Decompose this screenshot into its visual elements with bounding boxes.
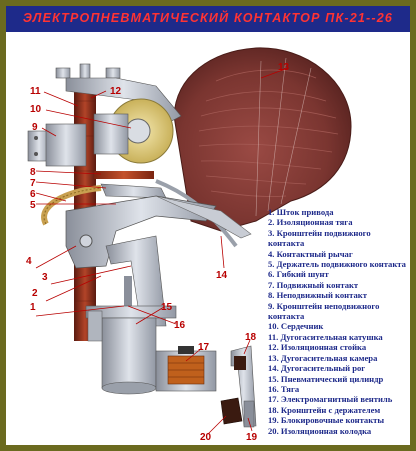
legend-text: Контактный рычаг	[276, 248, 353, 259]
legend-number: 18.	[268, 404, 279, 415]
diagram-panel: ЭЛЕКТРОПНЕВМАТИЧЕСКИЙ КОНТАКТОР ПК-21--2…	[6, 6, 410, 445]
page-title: ЭЛЕКТРОПНЕВМАТИЧЕСКИЙ КОНТАКТОР ПК-21--2…	[22, 11, 394, 25]
callout-5: 5	[30, 200, 36, 211]
legend-item: 18. Кронштейн с держателем	[268, 405, 408, 415]
legend-text: Изоляционная колодка	[280, 425, 372, 436]
legend-number: 5.	[268, 259, 275, 270]
legend-text: Держатель подвижного контакта	[276, 259, 406, 270]
callout-3: 3	[42, 272, 48, 283]
contactor-illustration: 1 2 3 4 5 6 7 8 9 10 11 12 13 14 15 16 1…	[26, 47, 352, 443]
legend-number: 7.	[268, 279, 275, 290]
legend-number: 8.	[268, 290, 275, 301]
callout-11: 11	[30, 86, 41, 97]
pneumatic-cylinder	[85, 305, 177, 395]
legend-text: Электромагнитный вентиль	[280, 394, 393, 405]
legend-number: 1.	[268, 207, 275, 217]
legend-number: 11.	[268, 331, 279, 342]
legend-text: Блокировочные контакты	[280, 415, 385, 426]
fixed-contact	[94, 171, 154, 179]
legend-number: 15.	[268, 373, 279, 384]
legend-number: 3.	[268, 227, 275, 238]
legend-item: 11. Дугогасительная катушка	[268, 332, 408, 342]
legend-text: Дугогасительная камера	[280, 352, 378, 363]
coil-core	[125, 118, 151, 144]
fixed-contact-bracket	[45, 123, 87, 167]
legend-item: 20. Изоляционная колодка	[268, 426, 408, 436]
callout-17: 17	[198, 342, 210, 353]
legend-item: 2. Изоляционная тяга	[268, 217, 408, 227]
callout-6: 6	[30, 189, 36, 200]
callout-12: 12	[110, 86, 122, 97]
legend-text: Неподвижный контакт	[276, 290, 367, 301]
legend-item: 7. Подвижный контакт	[268, 280, 408, 290]
legend-number: 12.	[268, 342, 279, 353]
legend-number: 9.	[268, 300, 275, 311]
legend-text: Кронштейн с держателем	[280, 404, 381, 415]
legend-item: 19. Блокировочные контакты	[268, 415, 408, 425]
legend-number: 10.	[268, 321, 279, 332]
legend-number: 14.	[268, 363, 279, 374]
leader-lines	[35, 67, 289, 435]
legend-item: 6. Гибкий шунт	[268, 269, 408, 279]
contact-lever	[65, 195, 217, 269]
callout-19: 19	[246, 432, 258, 443]
insulating-block	[220, 397, 243, 425]
legend-item: 16. Тяга	[268, 384, 408, 394]
legend-number: 19.	[268, 415, 279, 426]
legend-number: 6.	[268, 269, 275, 280]
arc-chute	[173, 47, 352, 232]
legend-item: 12. Изоляционная стойка	[268, 342, 408, 352]
interlock-contacts	[243, 400, 255, 428]
legend-text: Гибкий шунт	[276, 269, 329, 280]
legend-item: 4. Контактный рычаг	[268, 249, 408, 259]
legend-item: 5. Держатель подвижного контакта	[268, 259, 408, 269]
legend-item: 10. Сердечник	[268, 321, 408, 331]
legend-text: Кронштейн неподвижного контакта	[268, 300, 380, 322]
legend-text: Дугогасительная катушка	[280, 331, 383, 342]
legend-number: 16.	[268, 383, 279, 394]
legend-item: 8. Неподвижный контакт	[268, 290, 408, 300]
legend-text: Изоляционная стойка	[280, 342, 367, 353]
callout-13: 13	[278, 62, 290, 73]
callout-7: 7	[30, 178, 36, 189]
callout-20: 20	[200, 432, 212, 443]
callout-2: 2	[32, 288, 38, 299]
legend-number: 4.	[268, 248, 275, 259]
callout-4: 4	[26, 256, 32, 267]
callout-8: 8	[30, 167, 36, 178]
legend-item: 13. Дугогасительная камера	[268, 353, 408, 363]
legend-text: Подвижный контакт	[276, 279, 359, 290]
legend-item: 9. Кронштейн неподвижного контакта	[268, 301, 408, 322]
legend-number: 2.	[268, 217, 275, 228]
legend-item: 15. Пневматический цилиндр	[268, 374, 408, 384]
callout-10: 10	[30, 104, 42, 115]
callout-16: 16	[174, 320, 186, 331]
legend-number: 13.	[268, 352, 279, 363]
callout-18: 18	[245, 332, 257, 343]
legend-text: Кронштейн подвижного контакта	[268, 227, 371, 249]
legend-item: 14. Дугогасительный рог	[268, 363, 408, 373]
legend-item: 3. Кронштейн подвижного контакта	[268, 228, 408, 249]
callout-15: 15	[161, 302, 173, 313]
legend-text: Тяга	[280, 383, 300, 394]
callout-1: 1	[30, 302, 36, 313]
legend-item: 17. Электромагнитный вентиль	[268, 394, 408, 404]
callout-14: 14	[216, 270, 228, 281]
legend-text: Сердечник	[280, 321, 324, 332]
legend-text: Дугогасительный рог	[280, 363, 366, 374]
legend-item: 1. Шток привода	[268, 207, 408, 217]
legend-number: 17.	[268, 394, 279, 405]
title-bar: ЭЛЕКТРОПНЕВМАТИЧЕСКИЙ КОНТАКТОР ПК-21--2…	[6, 6, 410, 32]
legend-text: Шток привода	[276, 207, 334, 217]
legend-text: Пневматический цилиндр	[280, 373, 384, 384]
legend-number: 20.	[268, 425, 279, 436]
electromagnetic-valve	[155, 346, 217, 392]
legend-text: Изоляционная тяга	[276, 217, 353, 228]
callout-9: 9	[32, 122, 38, 133]
